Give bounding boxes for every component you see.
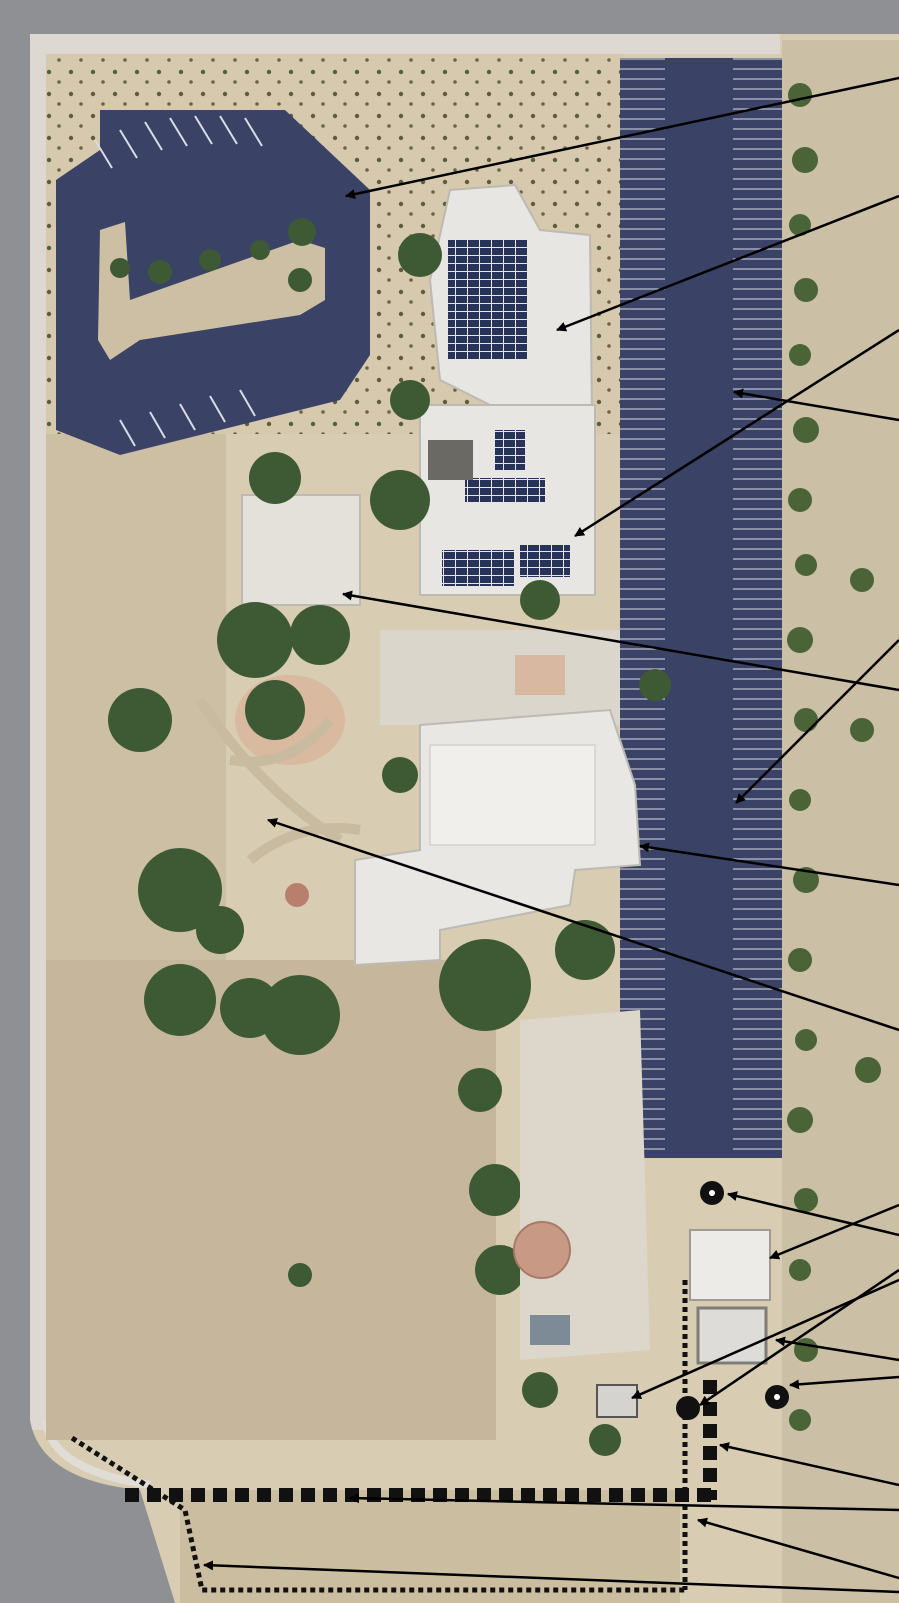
left-road [0,34,30,1603]
arrow-dotted-boundary [203,1560,899,1594]
east-lot-aisle [665,58,733,1158]
plaza-tile [515,655,565,695]
arrow-south-building [639,842,899,887]
arrow-point-marker-3 [699,1268,899,1407]
strip-south [180,1490,680,1603]
arrow-dashed-horizontal [349,1493,899,1512]
site-trees [108,233,671,1456]
arrow-small-west-building [342,590,899,692]
middle-solar-array-1 [465,478,545,502]
middle-courtyard-unit [428,440,473,480]
point-marker-2-center [774,1394,780,1400]
bottom-road-curve [0,1420,175,1603]
south-building-roof-section [429,744,596,846]
arrow-middle-building [574,328,899,538]
arrow-southeast-building [769,1203,899,1260]
playground-shade [513,1221,571,1279]
west-lot-stripes [94,115,263,447]
island-trees [110,218,316,292]
top-road [0,0,899,34]
arrow-dotted-vertical [697,1517,899,1580]
arrow-north-building [556,194,899,332]
north-solar-array [448,240,528,360]
arrow-garden [267,818,899,1032]
middle-solar-array-3 [520,545,570,577]
arrow-point-marker-2 [789,1375,899,1390]
callout-arrows [203,76,899,1594]
arrow-dashed-vertical [719,1442,899,1487]
arrow-east-parking-south [735,639,899,804]
west-lot-island [98,222,325,360]
garden-feature [285,883,309,907]
point-marker-1-center [709,1190,715,1196]
small-west-building-roof [241,494,361,606]
left-sidewalk [30,40,46,1430]
arrow-point-marker-1 [727,1191,899,1237]
east-row-trees [787,83,881,1431]
top-sidewalk [20,34,780,54]
utility-enclosure [596,1384,638,1418]
arrow-west-parking [345,76,899,200]
southeast-building-roof [689,1229,771,1301]
play-structure [530,1315,570,1345]
playground-area [520,1010,650,1360]
east-lot-strip [782,40,899,1603]
thin-dotted-boundary [70,1435,685,1593]
arrow-southeast-annex [775,1336,899,1362]
plaza [380,630,620,725]
arrow-east-parking-north [733,388,899,422]
middle-solar-array-4 [495,430,525,470]
point-marker-3 [676,1396,700,1420]
middle-solar-array-2 [442,550,514,586]
